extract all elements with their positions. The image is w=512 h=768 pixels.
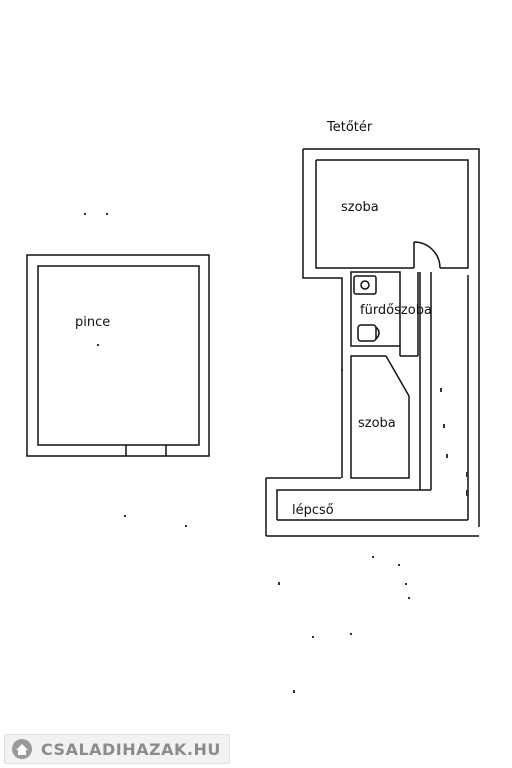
brand-text: CSALADIHAZAK.HU <box>41 739 221 759</box>
house-logo-icon <box>12 739 32 759</box>
staircase-label: lépcső <box>292 503 334 518</box>
attic-room-label: szoba <box>341 200 379 215</box>
attic-room-walls <box>315 159 469 269</box>
second-room-label: szoba <box>358 416 396 431</box>
brand-watermark: CSALADIHAZAK.HU <box>4 734 230 764</box>
staircase-walls <box>276 275 469 521</box>
scan-specks <box>84 213 468 693</box>
bathroom-walls <box>350 271 419 357</box>
bathroom-label: fürdőszoba <box>360 303 432 318</box>
second-room-walls <box>341 272 432 490</box>
basement-label: pince <box>75 315 110 330</box>
attic-title-label: Tetőtér <box>326 120 373 135</box>
basement-walls <box>26 254 210 457</box>
